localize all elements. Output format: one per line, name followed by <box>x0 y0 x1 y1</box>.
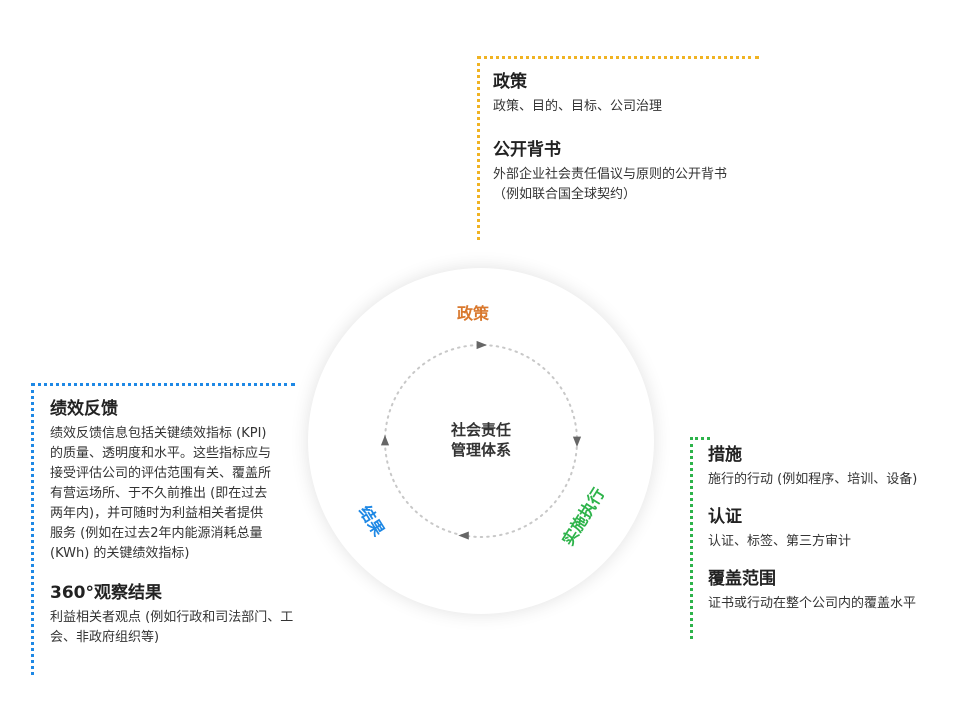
observation-desc: 利益相关者观点 (例如行政和司法部门、工 会、非政府组织等) <box>50 610 294 645</box>
cycle-center-label: 社会责任 管理体系 <box>421 420 541 460</box>
policy-block: 政策 政策、目的、目标、公司治理 公开背书 外部企业社会责任倡议与原则的公开背书… <box>493 71 763 205</box>
coverage-desc: 证书或行动在整个公司内的覆盖水平 <box>708 596 917 611</box>
certification-item: 认证 认证、标签、第三方审计 <box>708 506 968 552</box>
policy-item-desc: 政策、目的、目标、公司治理 <box>493 99 663 114</box>
outcome-frame <box>31 383 295 675</box>
kpi-feedback-title: 绩效反馈 <box>50 399 118 419</box>
arrow-right-icon <box>572 436 582 447</box>
policy-item: 政策 政策、目的、目标、公司治理 <box>493 71 763 117</box>
endorsement-item-desc: 外部企业社会责任倡议与原则的公开背书 （例如联合国全球契约） <box>493 167 728 202</box>
arrow-left-icon <box>380 435 390 446</box>
implementation-frame <box>690 437 710 639</box>
observation-item: 360°观察结果 利益相关者观点 (例如行政和司法部门、工 会、非政府组织等) <box>50 582 310 648</box>
arrow-bottom-icon <box>458 531 469 540</box>
coverage-title: 覆盖范围 <box>708 569 776 589</box>
measures-item: 措施 施行的行动 (例如程序、培训、设备) <box>708 444 968 490</box>
policy-frame <box>477 56 759 240</box>
certification-desc: 认证、标签、第三方审计 <box>708 534 852 549</box>
implementation-block: 措施 施行的行动 (例如程序、培训、设备) 认证 认证、标签、第三方审计 覆盖范… <box>708 444 968 614</box>
endorsement-item: 公开背书 外部企业社会责任倡议与原则的公开背书 （例如联合国全球契约） <box>493 139 763 205</box>
center-line-2: 管理体系 <box>450 441 511 459</box>
outcome-block: 绩效反馈 绩效反馈信息包括关键绩效指标 (KPI) 的质量、透明度和水平。这些指… <box>50 398 310 648</box>
kpi-feedback-item: 绩效反馈 绩效反馈信息包括关键绩效指标 (KPI) 的质量、透明度和水平。这些指… <box>50 398 310 564</box>
measures-desc: 施行的行动 (例如程序、培训、设备) <box>708 472 918 487</box>
certification-title: 认证 <box>708 507 742 527</box>
endorsement-item-title: 公开背书 <box>493 140 561 160</box>
cycle-disc <box>308 268 654 614</box>
cycle-label-policy: 政策 <box>457 304 490 323</box>
policy-item-title: 政策 <box>493 72 527 92</box>
coverage-item: 覆盖范围 证书或行动在整个公司内的覆盖水平 <box>708 568 968 614</box>
arrow-top-icon <box>476 340 487 350</box>
center-line-1: 社会责任 <box>450 421 511 439</box>
observation-title: 360°观察结果 <box>50 583 162 603</box>
kpi-feedback-desc: 绩效反馈信息包括关键绩效指标 (KPI) 的质量、透明度和水平。这些指标应与 接… <box>50 426 272 561</box>
measures-title: 措施 <box>708 445 742 465</box>
